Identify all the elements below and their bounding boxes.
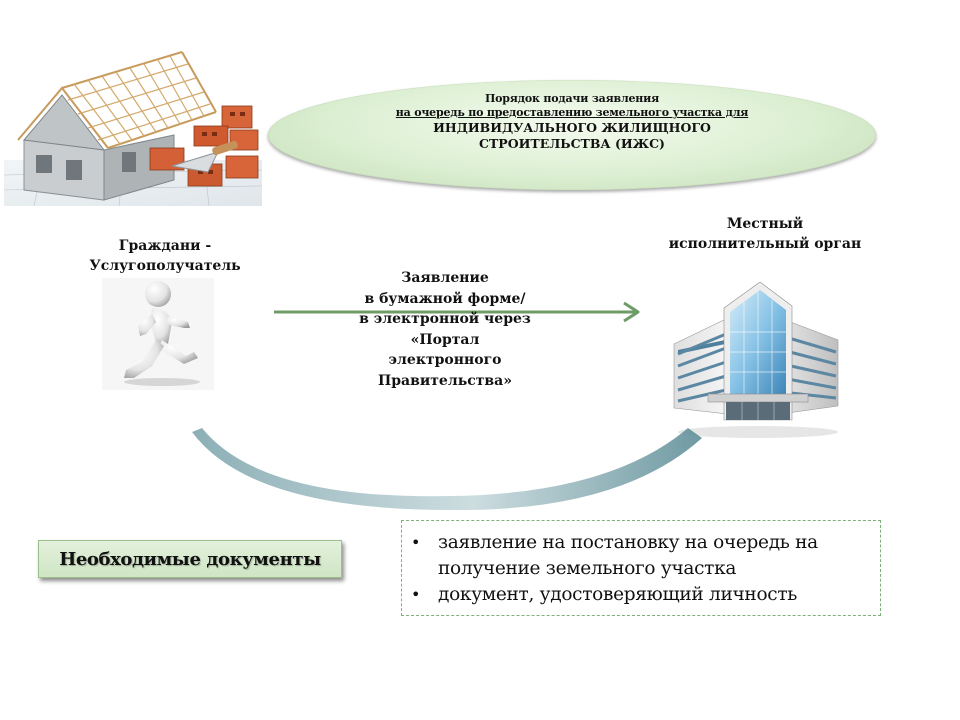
required-documents-button[interactable]: Необходимые документы xyxy=(38,540,342,578)
running-person-icon xyxy=(102,278,214,390)
channel-line-6: Правительства» xyxy=(378,372,512,389)
return-curve-arrow xyxy=(192,428,702,510)
agency-label: Местный исполнительный орган xyxy=(650,214,880,254)
citizen-label-line-2: Услугополучатель xyxy=(89,258,241,274)
title-line-1: Порядок подачи заявления xyxy=(484,92,660,105)
title-line-4: СТРОИТЕЛЬСТВА (ИЖС) xyxy=(479,136,665,151)
page-title: Порядок подачи заявления на очередь по п… xyxy=(330,92,814,152)
agency-label-line-2: исполнительный орган xyxy=(668,236,862,252)
title-ellipse xyxy=(268,80,876,190)
submission-channel: Заявление в бумажной форме/ в электронно… xyxy=(330,268,560,391)
agency-label-line-1: Местный xyxy=(726,216,804,232)
title-line-2: на очередь по предоставлению земельного … xyxy=(395,106,749,119)
channel-line-1: Заявление xyxy=(401,270,489,286)
required-documents-label: Необходимые документы xyxy=(59,548,321,570)
channel-line-4: «Портал xyxy=(410,331,480,348)
list-item: документ, удостоверяющий личность xyxy=(408,582,878,608)
title-line-3: ИНДИВИДУАЛЬНОГО ЖИЛИЩНОГО xyxy=(433,120,711,135)
documents-box xyxy=(401,520,881,616)
flow-arrow xyxy=(274,301,640,323)
channel-line-3: в электронной через xyxy=(359,311,531,327)
list-item: заявление на постановку на очередь на по… xyxy=(408,530,878,582)
citizen-label: Граждани - Услугополучатель xyxy=(60,236,270,276)
channel-line-2: в бумажной форме/ xyxy=(364,290,526,307)
documents-list: заявление на постановку на очередь на по… xyxy=(408,530,878,608)
channel-line-5: электронного xyxy=(388,352,502,368)
house-construction-icon xyxy=(4,51,262,206)
citizen-label-line-1: Граждани - xyxy=(118,238,212,254)
office-building-icon xyxy=(673,282,839,438)
